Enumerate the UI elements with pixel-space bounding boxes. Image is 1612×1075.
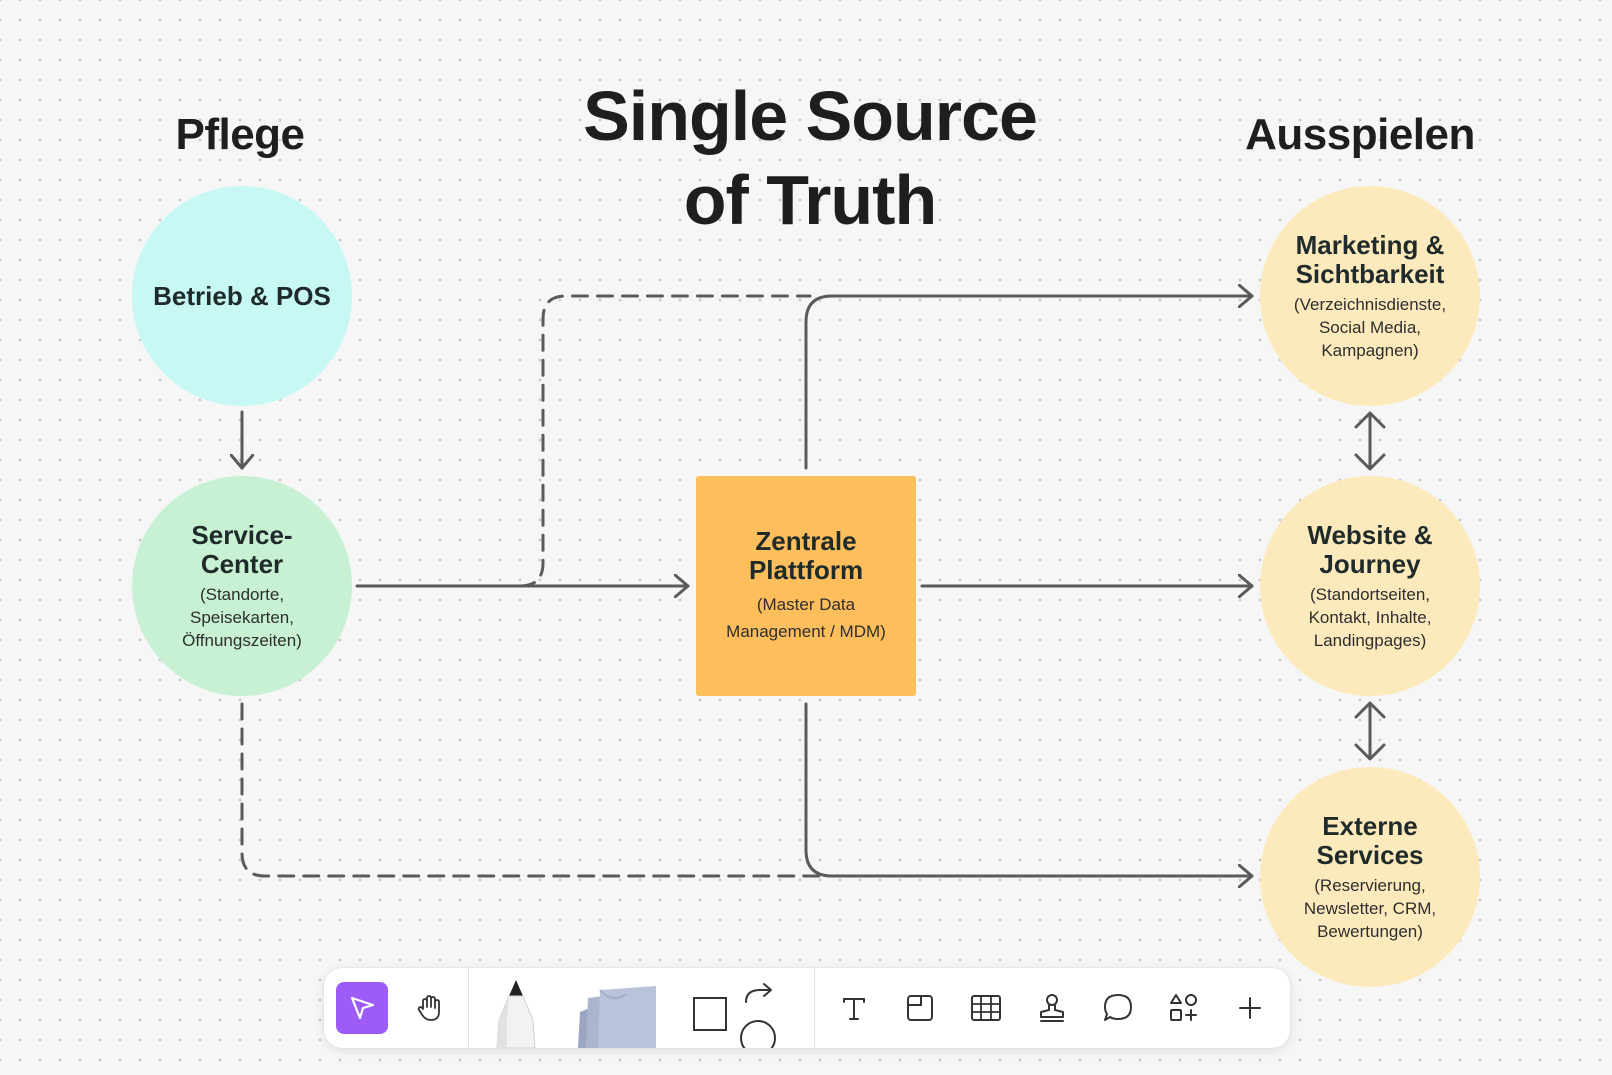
frame-tool-button[interactable] [894,982,946,1034]
node-externe-services[interactable]: Externe Services (Reservierung, Newslett… [1260,767,1480,987]
frame-icon [907,995,933,1021]
node-title: Externe Services [1316,810,1424,870]
node-subtitle: (Standortseiten, Kontakt, Inhalte, Landi… [1308,584,1432,650]
components-icon [1170,994,1197,1021]
table-tool-button[interactable] [960,982,1012,1034]
connector-service-extern-dashed [240,702,822,878]
select-tool-button[interactable] [336,982,388,1034]
stamp-tool-button[interactable] [1026,982,1078,1034]
connector-zentral-marketing [804,296,1254,470]
node-title: Zentrale Plattform [748,526,864,585]
connector-service-marketing-dashed [518,294,812,588]
text-icon [843,998,865,1020]
heading-pflege: Pflege [175,110,305,159]
comment-bubble-icon [1104,994,1132,1021]
hand-icon [417,995,440,1021]
connector-website-extern-bidirectional [1354,701,1386,761]
pen-tool-button[interactable] [484,976,548,1048]
pen-icon [496,980,536,1048]
text-tool-button[interactable] [828,982,880,1034]
node-marketing-sichtbarkeit[interactable]: Marketing & Sichtbarkeit (Verzeichnisdie… [1260,186,1480,406]
stamp-icon [1040,994,1064,1022]
main-title: Single Source of Truth [583,77,1038,239]
heading-ausspielen: Ausspielen [1245,110,1475,159]
toolbar-separator [468,968,469,1048]
connector-marketing-website-bidirectional [1354,411,1386,471]
toolbar [324,968,1290,1048]
node-title: Website & Journey [1307,519,1433,579]
comment-tool-button[interactable] [1092,982,1144,1034]
shapes-icon [693,983,776,1048]
node-betrieb-pos[interactable]: Betrieb & POS [132,186,352,406]
hand-tool-button[interactable] [404,982,456,1034]
node-title: Marketing & Sichtbarkeit [1295,229,1445,289]
toolbar-separator [814,968,815,1048]
components-tool-button[interactable] [1158,982,1210,1034]
sticky-note-icon [578,986,656,1048]
node-service-center[interactable]: Service- Center (Standorte, Speisekarten… [132,476,352,696]
sticky-note-tool-button[interactable] [572,982,662,1048]
connector-zentral-extern [804,702,1254,876]
node-title: Service- Center [191,519,293,579]
shapes-tool-button[interactable] [684,974,784,1048]
node-subtitle: (Reservierung, Newsletter, CRM, Bewertun… [1303,875,1437,941]
plus-icon [1239,997,1261,1019]
node-zentrale-plattform[interactable]: Zentrale Plattform (Master Data Manageme… [696,476,916,696]
node-website-journey[interactable]: Website & Journey (Standortseiten, Konta… [1260,476,1480,696]
node-subtitle: (Standorte, Speisekarten, Öffnungszeiten… [182,584,302,650]
cursor-arrow-icon [350,996,375,1020]
node-title: Betrieb & POS [153,280,331,311]
table-icon [971,995,1001,1021]
node-subtitle: (Master Data Management / MDM) [726,595,886,641]
add-button[interactable] [1224,982,1276,1034]
node-subtitle: (Verzeichnisdienste, Social Media, Kampa… [1293,294,1447,360]
